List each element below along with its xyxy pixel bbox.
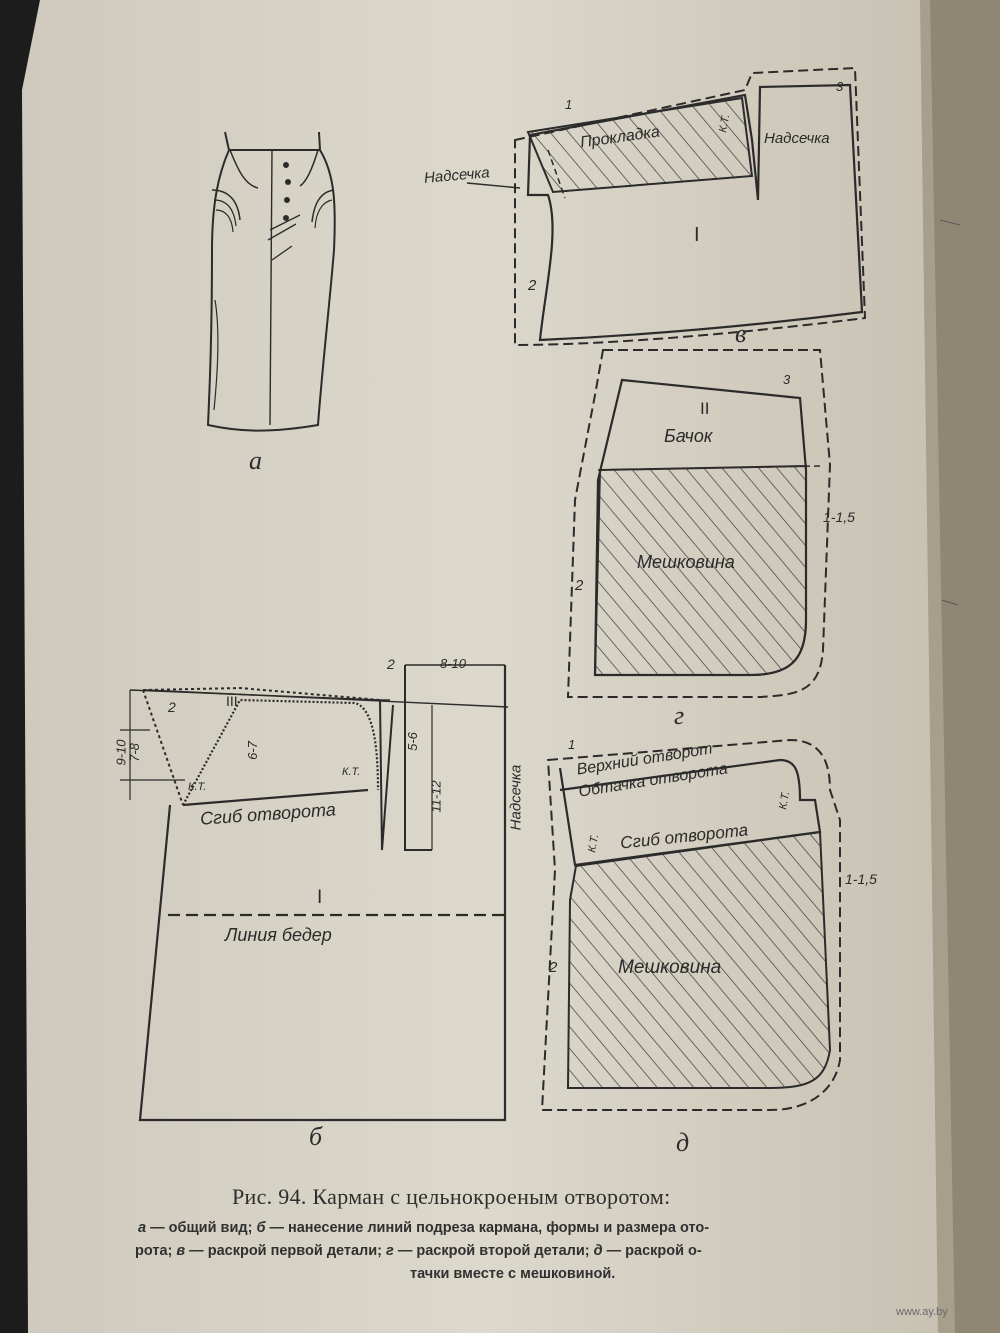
label-panel-b: б (309, 1122, 323, 1151)
caption-text-b: — нанесение линий подреза кармана, формы… (265, 1220, 710, 1236)
panel-g-drawing (566, 349, 832, 698)
caption-text-d: — раскрой о- (602, 1243, 702, 1259)
b-dim-2-top: 2 (387, 656, 395, 672)
caption-text-g: — раскрой второй детали; (393, 1243, 594, 1259)
caption-line-2: рота; в — раскрой первой детали; г — рас… (135, 1244, 702, 1259)
label-panel-d: д (676, 1128, 690, 1157)
caption-line-3: тачки вместе с мешковиной. (410, 1266, 616, 1282)
d-num-2: 2 (549, 959, 558, 976)
panel-b-drawing (120, 664, 509, 1122)
label-panel-v: в (735, 319, 747, 348)
d-num-1: 1 (568, 737, 576, 752)
b-dim-5-6: 5-6 (404, 732, 420, 751)
caption-key-g: г (386, 1243, 394, 1259)
caption-key-b: б (256, 1220, 266, 1236)
g-dim-1-1-5: 1-1,5 (823, 509, 855, 525)
watermark: www.ay.by (896, 1306, 948, 1318)
caption-text-rota: рота; (135, 1243, 177, 1259)
adjacent-page-edge (930, 0, 1000, 1333)
caption-text-v: — раскрой первой детали; (185, 1243, 387, 1259)
d-nadsechka: Надсечка (507, 764, 525, 831)
g-bachok: Бачок (664, 426, 713, 446)
skirt-general-view (206, 131, 336, 432)
page-binding-marks (939, 219, 961, 606)
b-part-i: I (317, 887, 323, 908)
b-dim-6-7: 6-7 (244, 741, 260, 760)
b-liniya-beder: Линия бедер (225, 925, 332, 945)
b-part-iii: III (226, 693, 238, 709)
label-panel-a: а (249, 446, 262, 475)
g-meshkovina: Мешковина (637, 552, 735, 572)
book-page (22, 0, 938, 1333)
v-num-3: 3 (836, 79, 844, 94)
b-kt-right: К.Т. (342, 766, 361, 778)
g-num-2: 2 (575, 577, 584, 594)
b-kt-left: К.Т. (188, 781, 207, 793)
caption-key-a: а (138, 1220, 147, 1236)
label-panel-g: г (674, 701, 685, 730)
b-dim-11-12: 11-12 (428, 780, 444, 813)
caption-line-1: а — общий вид; б — нанесение линий подре… (138, 1221, 709, 1236)
caption-text-a: — общий вид; (146, 1220, 257, 1236)
b-dim-2-left: 2 (168, 699, 176, 715)
g-num-3: 3 (783, 372, 791, 387)
caption-title: Рис. 94. Карман с цельнокроеным отворото… (232, 1184, 671, 1209)
b-dim-9-10: 9-10 (113, 739, 129, 766)
d-dim-1-1-5: 1-1,5 (845, 871, 877, 887)
v-num-1: 1 (565, 97, 573, 112)
b-dim-8-10: 8-10 (440, 656, 467, 671)
panel-v-drawing (466, 66, 867, 347)
b-dim-7-8: 7-8 (126, 743, 142, 762)
d-meshkovina: Мешковина (618, 957, 722, 978)
v-part-i: I (694, 224, 700, 246)
caption-key-v: в (176, 1243, 186, 1259)
v-num-2: 2 (528, 277, 537, 294)
caption-key-d: д (593, 1243, 603, 1259)
panel-d-drawing (540, 738, 841, 1111)
v-nadsechka-right: Надсечка (764, 130, 830, 147)
g-part-ii: II (700, 399, 710, 418)
